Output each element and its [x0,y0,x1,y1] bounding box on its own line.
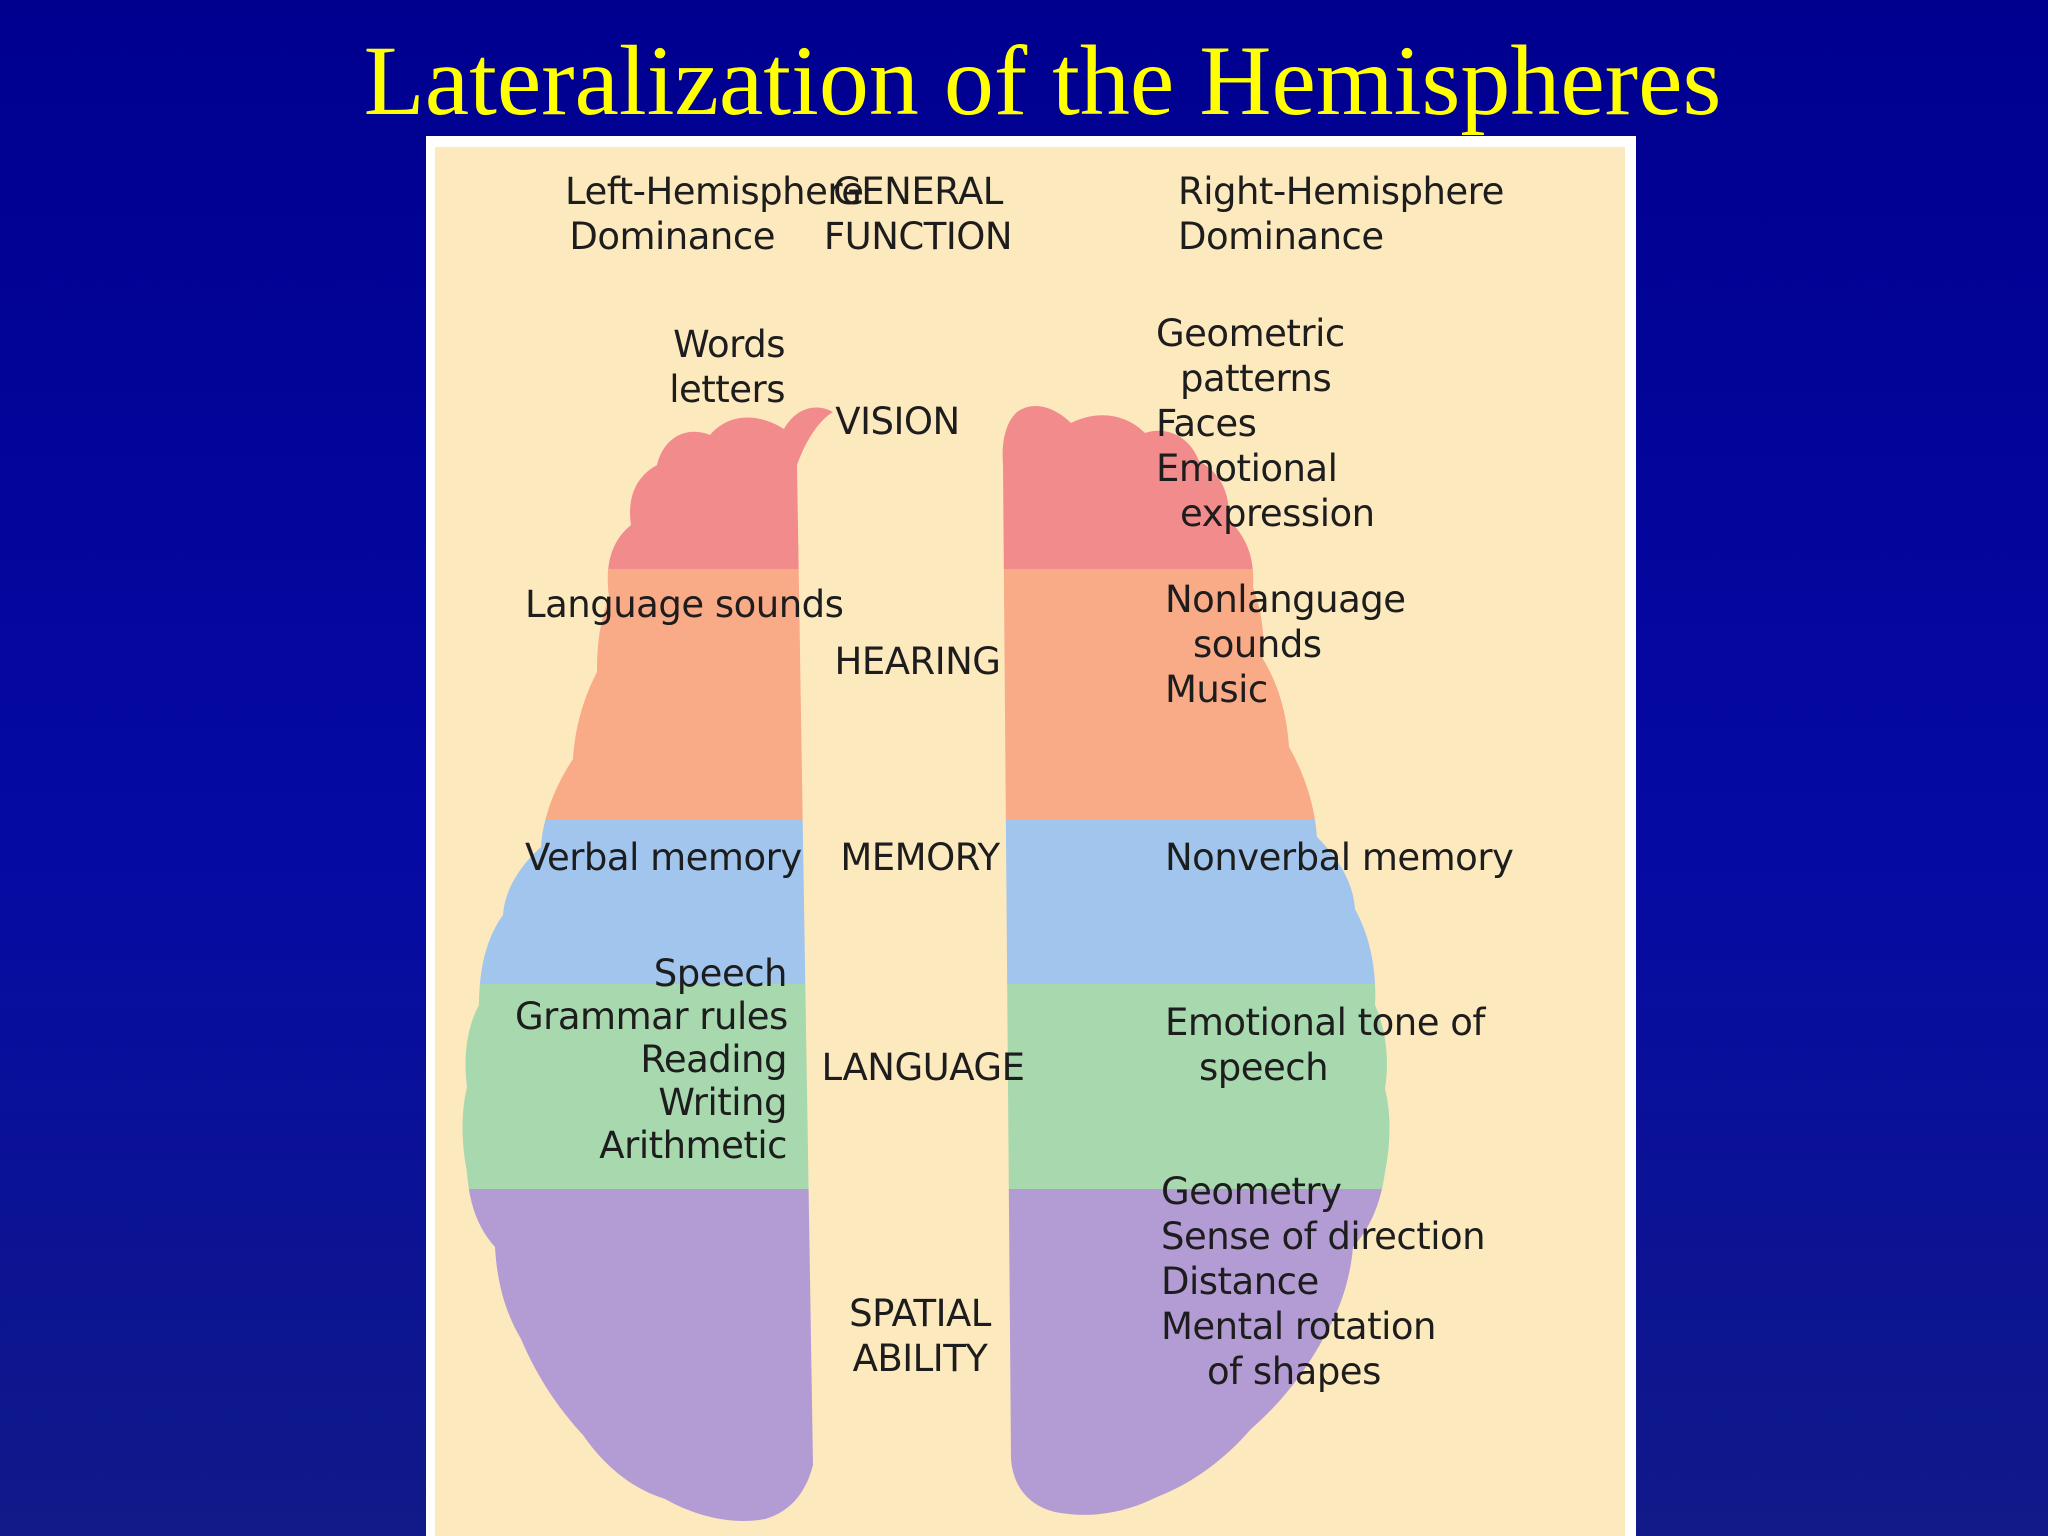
language-right-functions: Emotional tone of speech [1165,1000,1485,1090]
center-header-line-2: FUNCTION [823,215,1013,258]
hearing-left-item: Language sounds [525,583,844,626]
language-left-functions: Speech Grammar rules Reading Writing Ari… [515,952,788,1167]
spatial-right-item: Sense of direction [1161,1215,1486,1258]
hearing-function-label: HEARING [795,639,1040,684]
slide-title: Lateralization of the Hemispheres [363,25,1722,136]
vision-right-item: Geometric [1156,312,1345,355]
right-language-band [1002,984,1390,1189]
general-function-header: GENERAL FUNCTION [793,169,1043,259]
brain-lateralization-diagram: Left-Hemisphere Dominance GENERAL FUNCTI… [435,147,1625,1536]
language-right-item: Emotional tone of [1165,1001,1485,1044]
spatial-right-functions: Geometry Sense of direction Distance Men… [1161,1169,1491,1394]
language-left-item: Speech [653,952,788,995]
vision-right-item: patterns [1180,357,1332,400]
left-header-line-2: Dominance [569,215,775,258]
spatial-ability-function-label: SPATIAL ABILITY [805,1291,1035,1381]
language-right-item: speech [1199,1046,1329,1089]
spatial-right-item: of shapes [1207,1350,1381,1393]
language-function-label: LANGUAGE [793,1045,1053,1090]
brain-illustration [462,405,1390,1521]
spatial-label-line-1: SPATIAL [849,1292,991,1335]
language-left-item: Grammar rules [515,995,788,1038]
spatial-label-line-2: ABILITY [852,1337,988,1380]
memory-right-functions: Nonverbal memory [1165,835,1514,880]
left-language-band [462,984,833,1189]
hearing-right-item: Music [1165,668,1268,711]
vision-left-item: letters [669,368,785,411]
spatial-right-item: Mental rotation [1161,1305,1436,1348]
hearing-right-functions: Nonlanguage sounds Music [1165,577,1465,712]
vision-right-item: Emotional [1156,447,1338,490]
figure-frame: Left-Hemisphere Dominance GENERAL FUNCTI… [426,136,1636,1536]
center-header-line-1: GENERAL [833,170,1003,213]
left-header-line-1: Left-Hemisphere [565,170,864,213]
memory-left-functions: Verbal memory [525,835,802,880]
right-hemisphere-header: Right-Hemisphere Dominance [1178,169,1504,259]
language-left-item: Writing [658,1081,787,1124]
memory-left-item: Verbal memory [525,836,802,879]
spatial-right-item: Geometry [1161,1170,1342,1213]
vision-function-label: VISION [790,399,1005,444]
language-left-item: Reading [640,1038,787,1081]
memory-function-label: MEMORY [805,835,1035,880]
vision-right-functions: Geometric patterns Faces Emotional expre… [1156,311,1456,536]
right-header-line-1: Right-Hemisphere [1178,170,1504,213]
language-label: LANGUAGE [821,1046,1025,1089]
vision-left-functions: Words letters [585,322,785,412]
vision-right-item: expression [1180,492,1375,535]
hearing-left-functions: Language sounds [525,582,844,627]
memory-right-item: Nonverbal memory [1165,836,1514,879]
memory-label: MEMORY [840,836,1000,879]
right-header-line-2: Dominance [1178,215,1384,258]
right-memory-band [1002,819,1390,984]
hearing-right-item: Nonlanguage [1165,578,1406,621]
hearing-right-item: sounds [1193,623,1322,666]
hearing-label: HEARING [834,640,1001,683]
language-left-item: Arithmetic [599,1124,787,1167]
spatial-right-item: Distance [1161,1260,1319,1303]
vision-left-item: Words [673,323,785,366]
left-hemisphere-header: Left-Hemisphere Dominance [565,169,864,259]
vision-right-item: Faces [1156,402,1257,445]
vision-label: VISION [835,400,960,443]
